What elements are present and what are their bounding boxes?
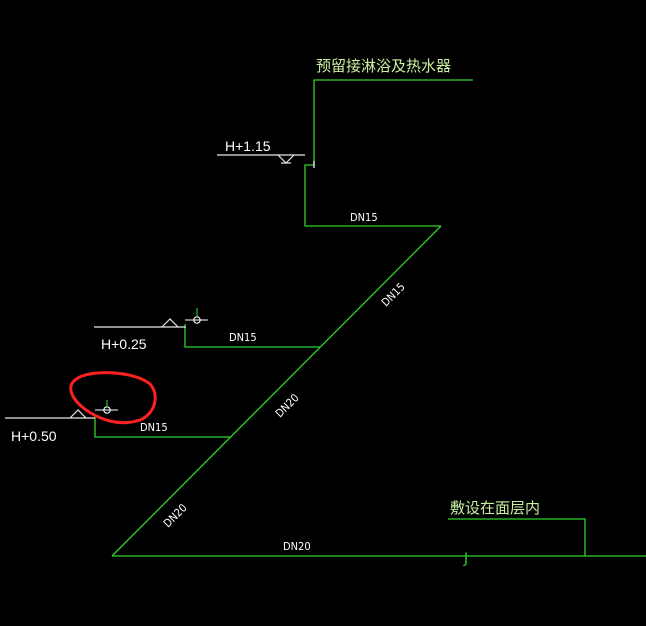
elevation-marker-050 bbox=[5, 409, 95, 419]
elevation-marker-025 bbox=[94, 318, 186, 328]
main-diagonal-pipe bbox=[111, 225, 442, 557]
faucet-icon-middle bbox=[185, 308, 208, 324]
faucet-icon-lower bbox=[95, 400, 118, 414]
middle-branch-pipe bbox=[184, 324, 320, 348]
pipe-label-mid-h: DN15 bbox=[229, 331, 257, 344]
elevation-label-115: H+1.15 bbox=[225, 138, 271, 154]
highlight-circle bbox=[69, 371, 157, 425]
elevation-label-050: H+0.50 bbox=[11, 428, 57, 444]
lower-branch-pipe bbox=[94, 414, 230, 438]
pipe-label-top-h: DN15 bbox=[350, 211, 378, 224]
elevation-marker-115 bbox=[217, 154, 305, 164]
bottom-note-text: 敷设在面层内 bbox=[450, 499, 540, 517]
top-branch-pipe bbox=[304, 79, 473, 227]
elevation-label-025: H+0.25 bbox=[101, 336, 147, 352]
bottom-riser-pipe bbox=[448, 518, 586, 556]
pipe-label-bottom-h: DN20 bbox=[283, 540, 311, 553]
top-note-text: 预留接淋浴及热水器 bbox=[316, 57, 451, 75]
valve-mark-text: J bbox=[463, 551, 468, 567]
pipe-label-low-h: DN15 bbox=[140, 421, 168, 434]
